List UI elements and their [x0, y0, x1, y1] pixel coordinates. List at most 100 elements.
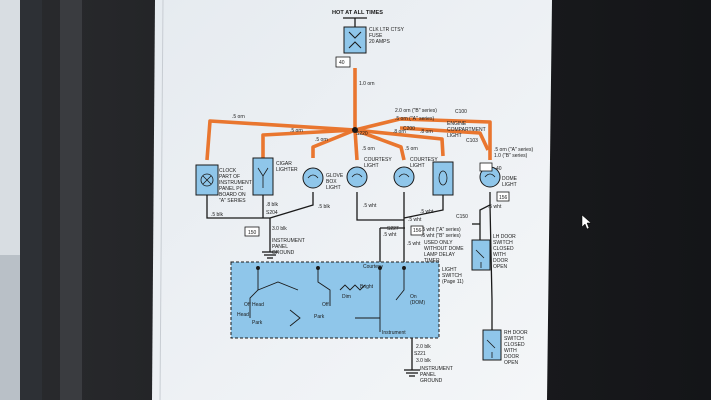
engine-label-0: ENGINE	[447, 121, 467, 127]
light-switch-label-2: (Page 11)	[442, 279, 464, 285]
connector-s221: S221	[414, 351, 426, 357]
fuse-label-3: 20 AMPS	[369, 39, 391, 45]
rh-door-switch	[482, 329, 502, 361]
glove-label-1: BOX	[326, 179, 337, 185]
dome-label-1: LIGHT	[502, 182, 517, 188]
rh-door-label-2: CLOSED	[504, 342, 525, 348]
sw-head: Head	[237, 312, 249, 318]
rh-door-label-1: SWITCH	[504, 336, 524, 342]
clock-label-2: INSTRUMENT	[219, 180, 252, 186]
sw-park: Park	[252, 320, 263, 326]
sw-off-head: Off Head	[244, 302, 264, 308]
sw-dim: Dim	[342, 294, 351, 300]
circuit-156b: 156	[413, 228, 422, 234]
clock-label-0: CLOCK	[219, 168, 237, 174]
clock-label-3: PANEL PC	[219, 186, 244, 192]
wire-5orn-e: .5 orn	[405, 146, 418, 152]
cigar-label-0: CIGAR	[276, 161, 292, 167]
wire-b-series-right: 1.0 ("B" series)	[494, 153, 528, 159]
ground-label-3: GROUND	[272, 250, 295, 256]
lower-ground-1: INSTRUMENT	[420, 366, 453, 372]
courtesy-light-left	[346, 166, 368, 188]
left-panel-edge	[60, 0, 82, 400]
black-wires	[206, 17, 493, 377]
fuse-label-1: CLK LTR CTSY	[369, 27, 405, 33]
used-only-4: TIMER	[424, 258, 440, 264]
lh-door-label-3: WITH	[493, 252, 506, 258]
wire-5orn-c: .5 orn	[315, 137, 328, 143]
orange-wires	[205, 68, 492, 161]
connector-s204: S204	[266, 210, 278, 216]
light-switch-label-0: LIGHT	[442, 267, 457, 273]
mouse-cursor-icon	[581, 214, 592, 230]
sw-courtesy: Courtesy	[363, 264, 384, 270]
rh-door-label-3: WITH	[504, 348, 517, 354]
wire-blk-b: .8 blk	[266, 202, 278, 208]
wire-wht-b-series: .5 wht ("B" series)	[421, 233, 461, 239]
lh-door-label-4: DOOR	[493, 258, 508, 264]
wire-a-series-right: .5 orn ("A" series)	[494, 147, 533, 153]
left-dark-strip	[20, 0, 42, 400]
sw-on: On	[410, 294, 417, 300]
connector-c103: C103	[466, 138, 478, 144]
wire-wht-e: .5 wht	[407, 241, 421, 247]
sw-off: Off	[322, 302, 329, 308]
lh-door-switch	[471, 239, 491, 271]
fuse-block	[335, 26, 367, 68]
clock-component	[195, 164, 219, 196]
wire-blk-a: .5 blk	[211, 212, 223, 218]
wire-8orn-b: .8 orn	[420, 129, 433, 135]
cigar-label-1: LIGHTER	[276, 167, 298, 173]
courtesy2-label-0: COURTESY	[410, 157, 438, 163]
ground-label-2: PANEL	[272, 244, 288, 250]
used-only-1: USED ONLY	[424, 240, 453, 246]
junction-s220	[352, 127, 358, 133]
lower-ground-3: GROUND	[420, 378, 443, 384]
circuit-156: 156	[499, 195, 508, 201]
wire-wht-f: .5 wht	[488, 204, 502, 210]
fuse-label-2: FUSE	[369, 33, 383, 39]
glove-box-light	[302, 167, 324, 189]
ground-label-1: INSTRUMENT	[272, 238, 305, 244]
wire-main-feed: 1.0 orn	[359, 81, 375, 87]
wire-5orn-b: .5 orn	[290, 128, 303, 134]
engine-label-1: COMPARTMENT	[447, 127, 486, 133]
lower-ground-2: PANEL	[420, 372, 436, 378]
wire-blk-main: 3.0 blk	[272, 226, 287, 232]
wire-wht-c: .5 wht	[408, 217, 422, 223]
dome-label-0: DOME	[502, 176, 518, 182]
wire-wht-a: .5 wht	[363, 203, 377, 209]
circuit-40-right: 40	[496, 166, 502, 172]
connector-c200: C200	[403, 126, 415, 132]
connector-s220: S220	[356, 131, 368, 137]
circuit-150: 150	[248, 230, 257, 236]
wire-wht-a-series: .5 wht ("A" series)	[421, 227, 461, 233]
courtesy1-label-1: LIGHT	[364, 163, 379, 169]
rh-door-label-4: DOOR	[504, 354, 519, 360]
header-title: HOT AT ALL TIMES	[332, 10, 383, 16]
sw-bright: Bright	[360, 284, 374, 290]
used-only-3: LAMP DELAY	[424, 252, 456, 258]
connector-s227: S227	[387, 226, 399, 232]
glove-label-2: LIGHT	[326, 185, 341, 191]
left-lower-strip	[0, 255, 20, 400]
wire-wht-d: .5 wht	[383, 232, 397, 238]
paper-margin-line	[159, 0, 164, 400]
courtesy1-label-0: COURTESY	[364, 157, 392, 163]
lh-door-label-5: OPEN	[493, 264, 508, 270]
light-switch-label-1: SWITCH	[442, 273, 462, 279]
rh-door-label-0: RH DOOR	[504, 330, 528, 336]
used-only-2: WITHOUT DOME	[424, 246, 464, 252]
wire-8orn: .8 orn	[393, 129, 406, 135]
cigar-lighter-component	[252, 157, 274, 196]
wire-blk-c: .5 blk	[318, 204, 330, 210]
wire-wht-b: .5 wht	[420, 209, 434, 215]
connector-c150: C150	[456, 214, 468, 220]
clock-label-4: BOARD ON	[219, 192, 246, 198]
wire-5orn-a: .5 orn	[232, 114, 245, 120]
engine-compartment-light	[432, 161, 454, 196]
circuit-boxes	[244, 162, 510, 237]
engine-label-2: LIGHT	[447, 133, 462, 139]
sw-park2: Park	[314, 314, 325, 320]
